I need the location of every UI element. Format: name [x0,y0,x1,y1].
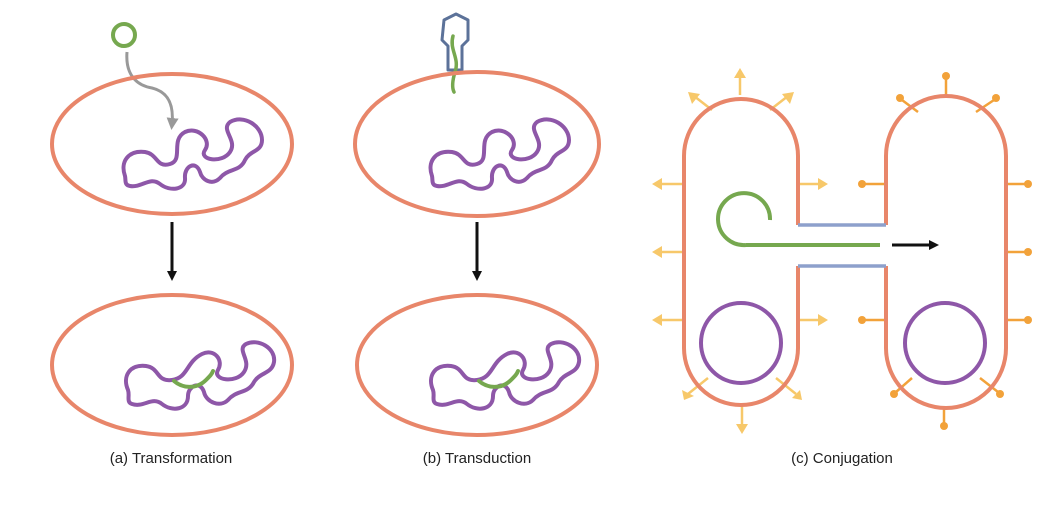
caption-conjugation: (c) Conjugation [791,450,893,467]
donor-cell [682,97,800,407]
chromosome [121,117,264,191]
bacterial-cell-before [353,70,601,218]
bacterial-cell-after [355,293,599,437]
donor-pili-tips [652,68,828,434]
caption-transduction: (b) Transduction [423,450,531,467]
recombinant-chromosome [124,340,277,411]
uptake-arrow [125,51,179,130]
caption-transformation: (a) Transformation [110,450,233,467]
bacterial-cell-before [50,72,294,216]
panel-transformation: (a) Transformation [50,22,294,467]
bacterial-cell-after [50,293,294,437]
bacteriophage-head [440,12,470,72]
recipient-appendage-tips [858,72,1032,430]
panel-conjugation: (c) Conjugation [652,68,1032,467]
recombinant-chromosome [429,340,582,411]
transferring-plasmid [716,191,880,248]
donor-chromosome [699,301,783,385]
recipient-cell [884,94,1008,410]
integrated-dna-segment [477,369,520,389]
free-dna-plasmid [111,22,137,48]
phage-dna [450,34,458,94]
panel-transduction: (b) Transduction [353,12,601,467]
recipient-chromosome [903,301,987,385]
integrated-dna-segment [172,369,215,389]
chromosome [428,117,571,191]
